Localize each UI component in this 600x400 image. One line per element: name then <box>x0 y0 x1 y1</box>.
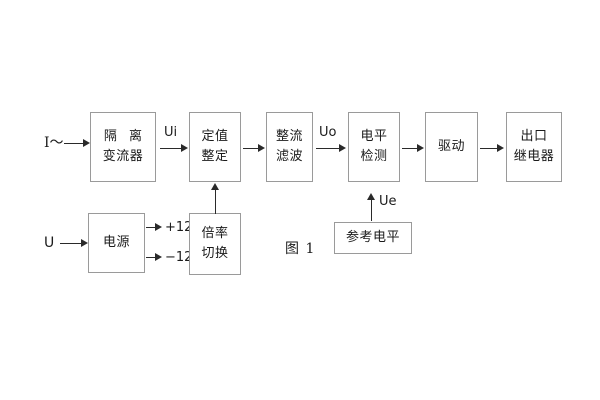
signal-ue-label: Ue <box>379 194 397 209</box>
block-power-supply[interactable]: 电源 <box>88 213 145 273</box>
arrowhead-ratio-to-setting <box>210 183 219 190</box>
connector-input-voltage <box>60 243 82 244</box>
arrowhead-rail-positive <box>155 222 162 231</box>
block-setting-value[interactable]: 定值 整定 <box>189 112 241 182</box>
block-reference-level[interactable]: 参考电平 <box>334 222 412 254</box>
block-isolation-ct-line1: 隔 离 <box>103 128 147 144</box>
arrowhead-rectify-to-level <box>339 143 346 152</box>
arrowhead-ct-to-setting <box>181 143 188 152</box>
connector-ratio-to-setting <box>215 189 216 214</box>
block-power-supply-line1: 电源 <box>102 234 130 250</box>
block-output-relay-line2: 继电器 <box>513 149 555 164</box>
connector-reference-to-level <box>371 199 372 221</box>
signal-uo-label: Uo <box>319 125 337 140</box>
block-output-relay-line1: 出口 <box>520 128 548 144</box>
block-rectify-filter-line2: 滤波 <box>275 149 303 164</box>
connector-drive-to-relay <box>480 148 498 149</box>
block-ratio-switch-line2: 切换 <box>201 246 229 261</box>
block-drive-line1: 驱动 <box>437 138 465 154</box>
arrowhead-input-current <box>83 138 90 147</box>
figure-caption: 图 1 <box>285 241 316 257</box>
block-ratio-switch[interactable]: 倍率 切换 <box>189 213 241 275</box>
connector-rail-negative <box>146 257 157 258</box>
block-isolation-ct-line2: 变流器 <box>102 149 144 164</box>
block-output-relay[interactable]: 出口 继电器 <box>506 112 562 182</box>
block-drive[interactable]: 驱动 <box>425 112 478 182</box>
connector-rail-positive <box>146 227 157 228</box>
block-level-detect[interactable]: 电平 检测 <box>348 112 400 182</box>
block-rectify-filter-line1: 整流 <box>275 128 303 144</box>
block-setting-value-line2: 整定 <box>201 149 229 164</box>
block-reference-level-line1: 参考电平 <box>345 229 400 245</box>
connector-setting-to-rectify <box>243 148 259 149</box>
block-level-detect-line1: 电平 <box>360 128 388 144</box>
input-voltage-label: U <box>44 235 55 251</box>
connector-level-to-drive <box>402 148 418 149</box>
block-rectify-filter[interactable]: 整流 滤波 <box>266 112 313 182</box>
block-level-detect-line2: 检测 <box>360 149 388 164</box>
arrowhead-input-voltage <box>81 238 88 247</box>
block-ratio-switch-line1: 倍率 <box>201 225 229 241</box>
connector-input-current <box>64 143 84 144</box>
arrowhead-drive-to-relay <box>497 143 504 152</box>
arrowhead-level-to-drive <box>417 143 424 152</box>
arrowhead-reference-to-level <box>366 193 375 200</box>
connector-rectify-to-level <box>316 148 340 149</box>
connector-ct-to-setting <box>160 148 182 149</box>
arrowhead-setting-to-rectify <box>258 143 265 152</box>
input-current-label: I～ <box>44 135 64 151</box>
signal-ui-label: Ui <box>164 125 178 140</box>
block-setting-value-line1: 定值 <box>201 128 229 144</box>
arrowhead-rail-negative <box>155 252 162 261</box>
block-isolation-ct[interactable]: 隔 离 变流器 <box>90 112 156 182</box>
